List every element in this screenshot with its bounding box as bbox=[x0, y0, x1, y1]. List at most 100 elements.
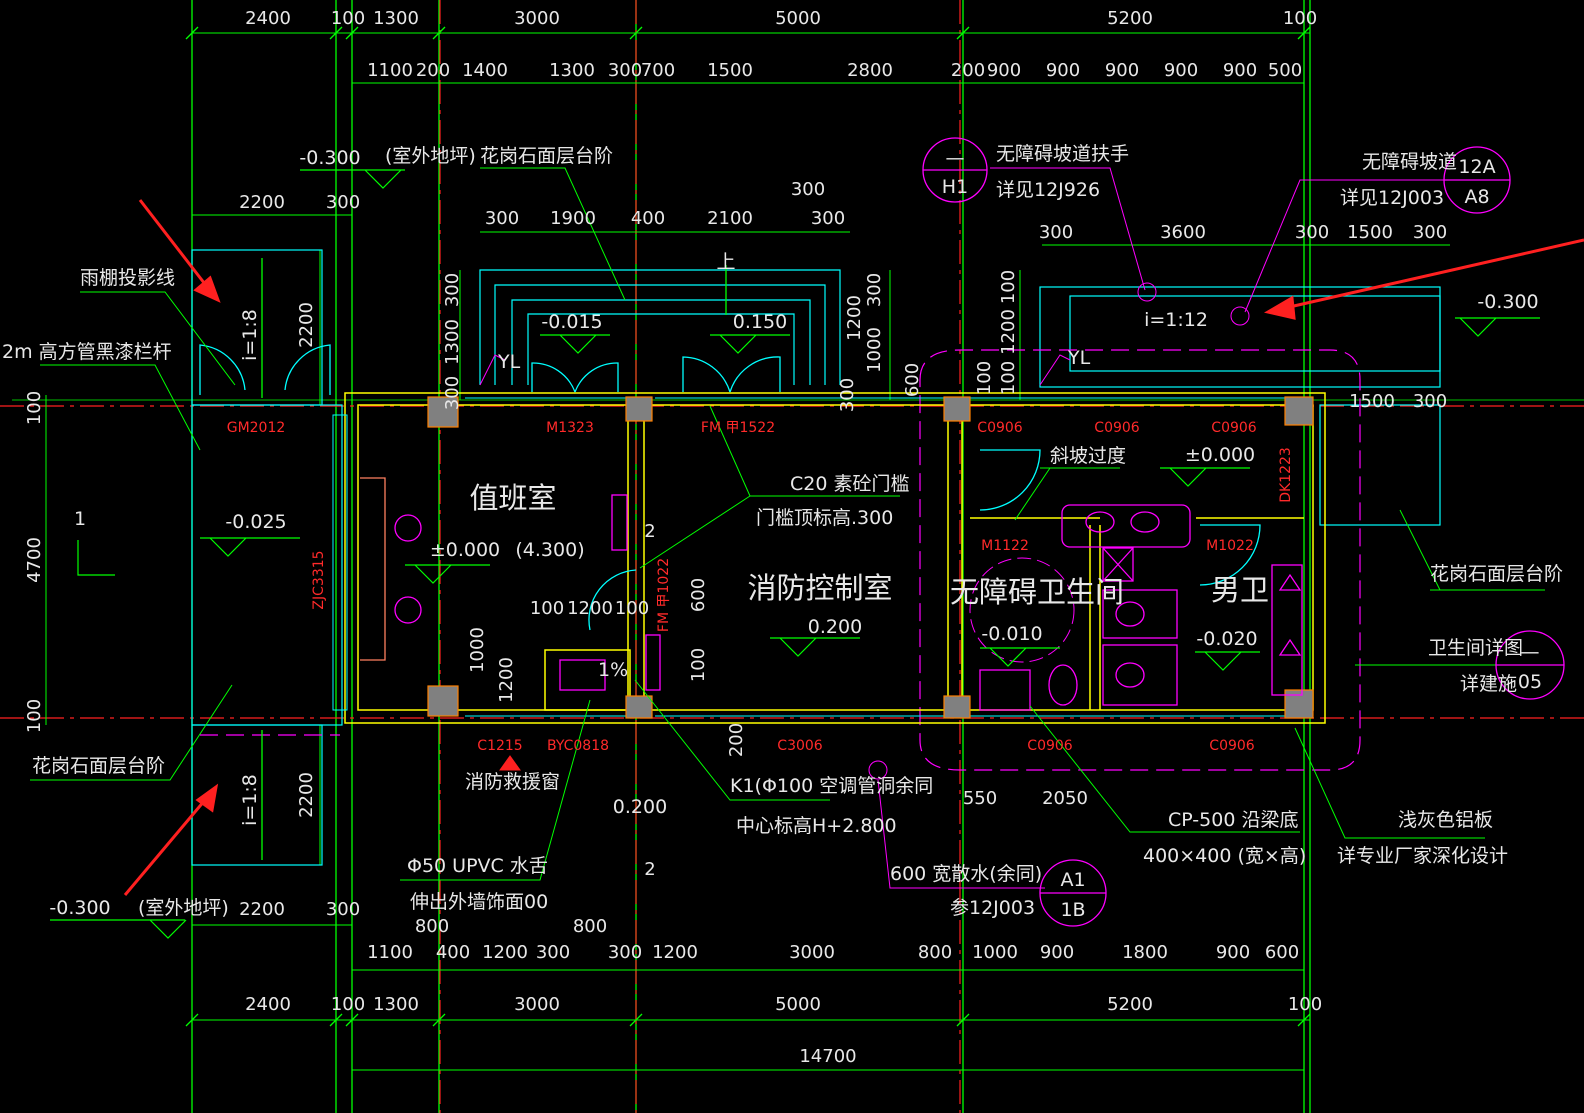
dimension-ticks bbox=[185, 26, 1311, 1027]
dim-b2-5: 5000 bbox=[775, 994, 821, 1015]
dim-misc-1500: 1500 bbox=[1349, 391, 1395, 412]
dim-b1-3: 1200 bbox=[482, 942, 528, 963]
tag-c0906-3: C0906 bbox=[1211, 420, 1256, 436]
label-slope-left-top: i=1:8 bbox=[239, 309, 261, 361]
callout-a8-top: 12A bbox=[1458, 156, 1495, 178]
room-male-wc: 男卫 bbox=[1211, 573, 1269, 607]
label-ramp-handrail-ref: 详见12J926 bbox=[996, 179, 1100, 201]
dim-r2-7: 1500 bbox=[707, 60, 753, 81]
label-aluminum-2: 详专业厂家深化设计 bbox=[1337, 845, 1508, 867]
dim-r2-2: 200 bbox=[416, 60, 450, 81]
dim-r3r-5: 300 bbox=[1413, 222, 1447, 243]
room-fire-control: 消防控制室 bbox=[747, 571, 892, 605]
label-granite-steps-right: 花岗石面层台阶 bbox=[1430, 563, 1563, 585]
room-accessible-wc: 无障碍卫生间 bbox=[950, 575, 1124, 609]
dim-b2-3: 1300 bbox=[373, 994, 419, 1015]
dim-top-2: 100 bbox=[331, 8, 365, 29]
label-slope-left-bottom: i=1:8 bbox=[239, 774, 261, 826]
callout-d05-top: — bbox=[1521, 641, 1540, 663]
label-wc-detail: 卫生间详图 bbox=[1428, 637, 1523, 659]
dim-b2-4: 3000 bbox=[514, 994, 560, 1015]
tag-gm2012: GM2012 bbox=[227, 420, 286, 436]
dim-r3r-2: 3600 bbox=[1160, 222, 1206, 243]
tag-dk1223: DK1223 bbox=[1278, 447, 1294, 503]
leader-lines bbox=[30, 167, 1545, 881]
dim-vm-17: 200 bbox=[726, 723, 747, 757]
dim-r3m-1: 300 bbox=[485, 208, 519, 229]
dim-misc-100b: 100 bbox=[615, 598, 649, 619]
callout-b1-bottom: 1B bbox=[1060, 899, 1085, 921]
elev-outdoor-bottom: -0.300 bbox=[49, 897, 110, 919]
elev-fire-control: 0.200 bbox=[808, 616, 862, 638]
elev-sill: 0.200 bbox=[613, 796, 667, 818]
label-ac-hole: K1(Φ100 空调管洞余同 bbox=[730, 775, 933, 797]
tag-m1122: M1122 bbox=[981, 538, 1029, 554]
dim-b2-2: 100 bbox=[331, 994, 365, 1015]
dim-ramp-1: 2200 bbox=[296, 302, 317, 348]
label-wc-detail-ref: 详建施 bbox=[1460, 673, 1517, 695]
windows bbox=[332, 397, 1290, 717]
callout-h1-top: — bbox=[946, 147, 965, 169]
dim-misc-2050: 2050 bbox=[1042, 788, 1088, 809]
dim-b1-4: 300 bbox=[536, 942, 570, 963]
dim-misc-1200a: 1200 bbox=[567, 598, 613, 619]
dim-b1-9: 1000 bbox=[972, 942, 1018, 963]
dim-r3r-3: 300 bbox=[1295, 222, 1329, 243]
dim-r2-3: 1400 bbox=[462, 60, 508, 81]
axis-grid bbox=[12, 0, 1584, 1113]
dim-misc-100a: 100 bbox=[530, 598, 564, 619]
room-duty: 值班室 bbox=[469, 481, 556, 515]
dim-lv-1: 100 bbox=[24, 391, 45, 425]
dim-lv-2: 4700 bbox=[24, 537, 45, 583]
elev-duty: ±0.000 bbox=[430, 539, 500, 561]
dim-vm-1: 300 bbox=[442, 273, 463, 307]
dim-b1-8: 800 bbox=[918, 942, 952, 963]
label-railing: 2m 高方管黑漆栏杆 bbox=[2, 341, 172, 363]
tag-fm1522: FM 甲1522 bbox=[701, 420, 775, 436]
dim-misc-300b: 300 bbox=[1413, 391, 1447, 412]
dimension-text: 2400 100 1300 3000 5000 5200 100 1100 20… bbox=[239, 8, 1447, 1067]
steps-and-ramps bbox=[191, 249, 1441, 866]
dim-b2-7: 100 bbox=[1288, 994, 1322, 1015]
dim-r3l-1: 2200 bbox=[239, 192, 285, 213]
tag-m1022: M1022 bbox=[1206, 538, 1254, 554]
dim-vm-14: 1000 bbox=[467, 627, 488, 673]
callout-d05-bottom: 05 bbox=[1518, 671, 1542, 693]
dim-top-4: 3000 bbox=[514, 8, 560, 29]
door-swings bbox=[199, 344, 1261, 631]
elev-left-porch: -0.025 bbox=[225, 511, 286, 533]
dim-vm-13: 1200 bbox=[496, 657, 517, 703]
dim-vm-2: 1300 bbox=[442, 319, 463, 365]
dim-b1-7: 3000 bbox=[789, 942, 835, 963]
callout-text: — H1 12A A8 A1 1B — 05 bbox=[942, 147, 1542, 921]
label-outdoor-ground-bottom: (室外地坪) bbox=[138, 897, 229, 919]
dim-top-7: 100 bbox=[1283, 8, 1317, 29]
dim-r2-5: 300 bbox=[608, 60, 642, 81]
dim-vm-5: 1000 bbox=[864, 327, 885, 373]
label-outdoor-ground-top: (室外地坪) bbox=[385, 145, 476, 167]
dim-r3m-2: 1900 bbox=[550, 208, 596, 229]
label-yl-2: YL bbox=[1067, 347, 1091, 369]
door-window-tags: GM2012 M1323 FM 甲1522 C0906 C0906 C0906 … bbox=[227, 420, 1294, 754]
elev-male-wc: -0.020 bbox=[1196, 628, 1257, 650]
label-ac-hole-center: 中心标高H+2.800 bbox=[736, 815, 897, 837]
label-slope-transition: 斜坡过度 bbox=[1050, 445, 1126, 467]
dim-vm-4: 300 bbox=[864, 273, 885, 307]
dim-r2-4: 1300 bbox=[549, 60, 595, 81]
label-yl-1: YL bbox=[497, 351, 521, 373]
dim-vm-3: 300 bbox=[442, 376, 463, 410]
dim-r3m-4: 2100 bbox=[707, 208, 753, 229]
dim-total: 14700 bbox=[799, 1046, 856, 1067]
dim-misc-2200: 2200 bbox=[239, 899, 285, 920]
label-sill: C20 素砼门槛 bbox=[790, 473, 909, 495]
tag-m1323: M1323 bbox=[546, 420, 594, 436]
accessible-turning-circle bbox=[969, 557, 1075, 663]
annotation-labels: (室外地坪) 花岗石面层台阶 雨棚投影线 2m 高方管黑漆栏杆 花岗石面层台阶 … bbox=[2, 143, 1563, 919]
dim-vm-9: 1200 bbox=[998, 309, 1019, 355]
dim-r2-15: 500 bbox=[1268, 60, 1302, 81]
columns bbox=[427, 396, 1314, 719]
dim-r2-11: 900 bbox=[1046, 60, 1080, 81]
dim-r3m-6: 300 bbox=[811, 208, 845, 229]
tag-c3006: C3006 bbox=[777, 738, 822, 754]
dim-b1-13: 600 bbox=[1265, 942, 1299, 963]
